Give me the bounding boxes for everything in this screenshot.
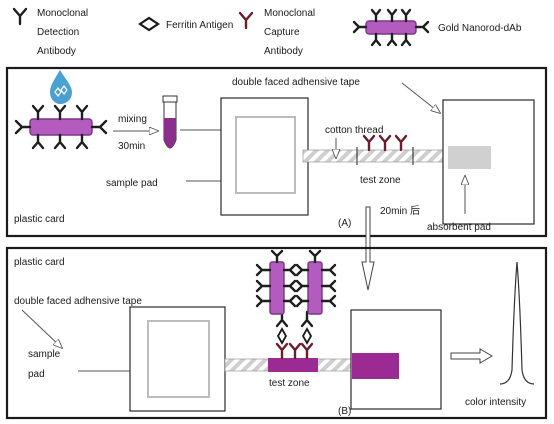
panel-b: plastic card double faced adhensive tape…	[5, 246, 548, 420]
sandwich-complex-right	[295, 249, 337, 360]
mixing-label: mixing	[118, 114, 147, 125]
double-tape-a-label: double faced adhensive tape	[232, 77, 360, 88]
absorbent-pad-b	[352, 353, 399, 379]
to-intensity-arrow	[450, 348, 493, 364]
legend-detection-line1: Monoclonal	[37, 8, 88, 19]
pad-label: pad	[28, 369, 45, 380]
test-zone-b-strip	[268, 358, 318, 372]
test-tube-icon	[162, 95, 178, 149]
gold-nanorod-legend-icon	[352, 8, 430, 47]
panel-a: mixing 30min sample pad cotton thread	[5, 66, 548, 238]
legend-gold-nanorod: Gold Nanorod-dAb	[438, 23, 522, 34]
transition-label: 20min 后	[380, 205, 420, 217]
detection-antibody-legend-icon	[12, 7, 28, 26]
legend-capture-line1: Monoclonal	[264, 8, 315, 19]
legend-capture-line2: Capture	[264, 27, 300, 38]
sample-pad-label: sample pad	[106, 178, 158, 189]
panel-a-tag: (A)	[338, 218, 351, 229]
color-intensity-label: color intensity	[465, 397, 526, 408]
absorbent-pad-label: absorbent pad	[427, 222, 491, 233]
cotton-thread-a	[302, 149, 454, 163]
sample-pad-b-inner	[147, 320, 210, 398]
legend-detection-line3: Antibody	[37, 46, 76, 57]
double-tape-b-arrow	[21, 309, 62, 348]
double-tape-a-arrow	[401, 82, 440, 113]
capture-antibodies-a	[356, 134, 414, 165]
test-zone-b-label: test zone	[269, 378, 310, 389]
panel-b-border	[5, 246, 548, 420]
sample-pad-a-inner	[235, 116, 296, 194]
sandwich-complex-left	[255, 249, 297, 360]
legend-detection-line2: Detection	[37, 27, 79, 38]
legend-capture-line3: Antibody	[264, 46, 303, 57]
sample-pad-b	[129, 306, 226, 412]
ferritin-antigen-legend-icon	[138, 16, 160, 32]
double-tape-b-label: double faced adhensive tape	[14, 296, 142, 307]
nanorod-complex-a	[14, 104, 108, 150]
cotton-thread-label: cotton thread	[325, 125, 383, 136]
legend: Monoclonal Detection Antibody Ferritin A…	[12, 7, 522, 57]
plastic-card-b-label: plastic card	[14, 257, 65, 268]
panel-a-border	[5, 66, 548, 238]
legend-ferritin: Ferritin Antigen	[166, 20, 233, 31]
absorbent-pad-a	[448, 146, 491, 169]
mixing-time-label: 30min	[118, 141, 145, 152]
panel-b-tag: (B)	[338, 406, 351, 417]
water-drop-icon	[50, 70, 72, 104]
test-zone-a-label: test zone	[360, 175, 401, 186]
color-intensity-peak	[499, 261, 535, 385]
capture-antibody-legend-icon	[238, 11, 254, 30]
plastic-card-a-label: plastic card	[14, 214, 65, 225]
sample-label: sample	[28, 349, 61, 360]
capture-antibody-free-b	[288, 342, 302, 360]
